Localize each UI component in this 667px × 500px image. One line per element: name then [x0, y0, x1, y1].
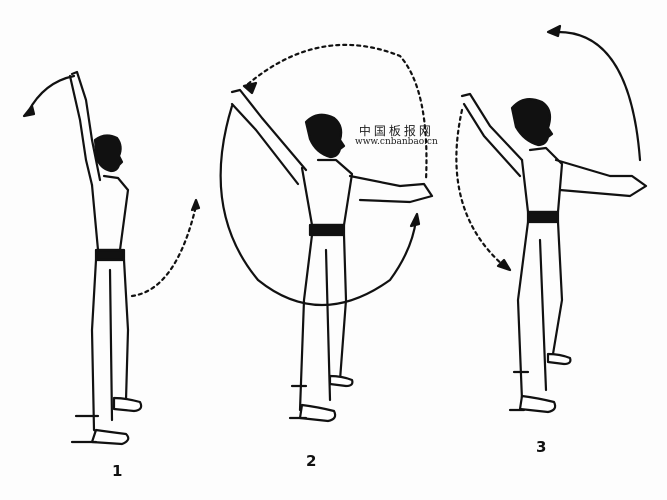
watermark-site-name: 中国板报网: [358, 124, 434, 138]
watermark: 中国板报网 www.cnbanbao.cn: [355, 125, 438, 147]
figure-1: [22, 70, 201, 446]
step-label-2: 2: [306, 452, 317, 470]
watermark-url: www.cnbanbao.cn: [355, 136, 438, 147]
step-label-3: 3: [536, 438, 547, 456]
figure-2: [219, 43, 434, 423]
figure-3: [455, 24, 648, 414]
step-label-1: 1: [112, 462, 123, 480]
